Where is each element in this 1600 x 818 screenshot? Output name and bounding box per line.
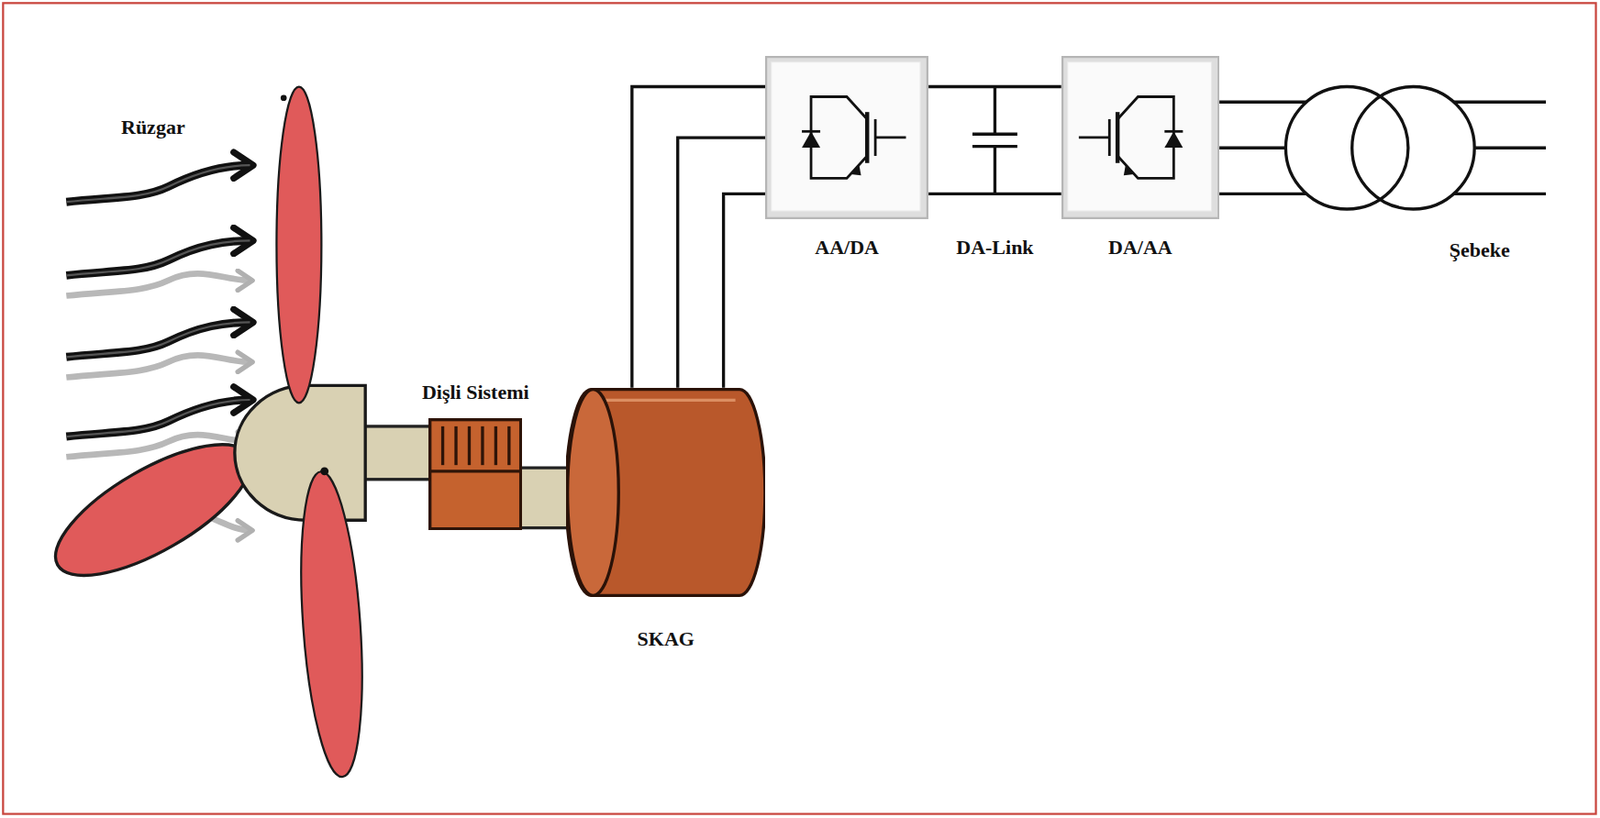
edge-label: DA-Link <box>955 235 1034 259</box>
node-label: Dişli Sistemi <box>419 380 532 404</box>
grid-wire <box>1474 146 1546 150</box>
gearbox-divider <box>428 469 523 473</box>
wind-label: Rüzgar <box>121 115 186 139</box>
inverter-box-shape <box>1061 55 1220 220</box>
connector <box>522 497 567 499</box>
generator: SKAG <box>566 388 766 598</box>
converter-face <box>1066 62 1212 212</box>
diode-bar <box>1164 130 1183 134</box>
inverter-box: DA/AA <box>1061 55 1220 220</box>
igbt-bar <box>865 111 869 164</box>
capacitor <box>993 87 997 135</box>
grid-label: Şebeke <box>1449 238 1511 262</box>
node-label: SKAG <box>637 627 695 651</box>
label-group: Dişli Sistemi <box>419 380 532 404</box>
wire <box>632 87 766 389</box>
gearbox-shape <box>428 418 523 531</box>
converter-face <box>771 62 921 212</box>
converter-frame <box>766 56 928 219</box>
capacitor <box>993 146 997 195</box>
gear-tooth <box>480 426 484 466</box>
blade-dot <box>280 94 288 101</box>
gear-tooth <box>467 426 471 466</box>
diode-triangle <box>801 131 821 148</box>
node-label: AA/DA <box>814 235 879 259</box>
shaft <box>522 469 567 527</box>
wind-arrow <box>66 355 250 378</box>
rotor-hub <box>234 385 366 521</box>
transformer-winding <box>1352 87 1475 210</box>
emitter-arrow <box>851 164 862 176</box>
wind-arrow <box>66 273 250 296</box>
wire <box>677 137 766 388</box>
generator-body <box>566 388 766 596</box>
shaft-outline <box>522 466 567 530</box>
ac-wire <box>1219 146 1286 150</box>
gearbox-body <box>430 420 522 530</box>
igbt-leads <box>811 97 867 179</box>
wind-arrow-core <box>66 322 250 357</box>
igbt-symbol <box>801 97 906 179</box>
input-shaft <box>356 426 433 480</box>
igbt-gate-lead <box>1078 136 1110 140</box>
wind-arrow <box>66 400 250 437</box>
gearbox: Dişli Sistemi <box>428 418 523 531</box>
transformer-winding <box>1285 87 1408 210</box>
wind-arrow <box>66 165 250 202</box>
ac-wire <box>1219 192 1307 196</box>
rotor-blade <box>276 87 322 404</box>
capacitor <box>972 133 1018 136</box>
diode-bar <box>801 130 821 134</box>
generator-shape <box>566 388 766 598</box>
generator-face <box>567 388 620 596</box>
wind-arrow <box>66 240 250 276</box>
ac-wire <box>1219 100 1307 104</box>
grid-wire <box>1454 192 1546 196</box>
igbt-leads <box>1117 97 1174 179</box>
gear-tooth <box>454 426 457 466</box>
generator-highlight <box>598 398 736 401</box>
grid-wire <box>1454 100 1546 104</box>
rotor-blade <box>292 469 371 779</box>
gear-tooth <box>507 426 511 466</box>
wind-arrow-core <box>66 165 250 202</box>
emitter-arrow <box>1123 164 1134 176</box>
node-label: DA/AA <box>1108 235 1173 259</box>
igbt-symbol <box>1078 97 1183 179</box>
label-group: DA/AA <box>1108 235 1173 259</box>
wind-arrow <box>66 322 250 357</box>
connector <box>632 87 766 389</box>
gear-tooth <box>494 426 498 466</box>
gear-tooth <box>441 426 445 466</box>
connector <box>928 87 1062 195</box>
rectifier-box: AA/DA <box>765 55 929 220</box>
igbt-gate-lead <box>875 136 906 140</box>
label-group: AA/DA <box>814 235 879 259</box>
hub-dot <box>320 466 329 476</box>
converter-frame <box>1062 56 1219 219</box>
diode-triangle <box>1164 131 1183 148</box>
wire <box>723 193 767 388</box>
label-group: SKAG <box>637 627 695 651</box>
wind-arrow-core <box>66 240 250 276</box>
rectifier-box-shape <box>765 55 929 220</box>
wind-arrow-core <box>66 400 250 437</box>
igbt-bar <box>1115 111 1120 164</box>
